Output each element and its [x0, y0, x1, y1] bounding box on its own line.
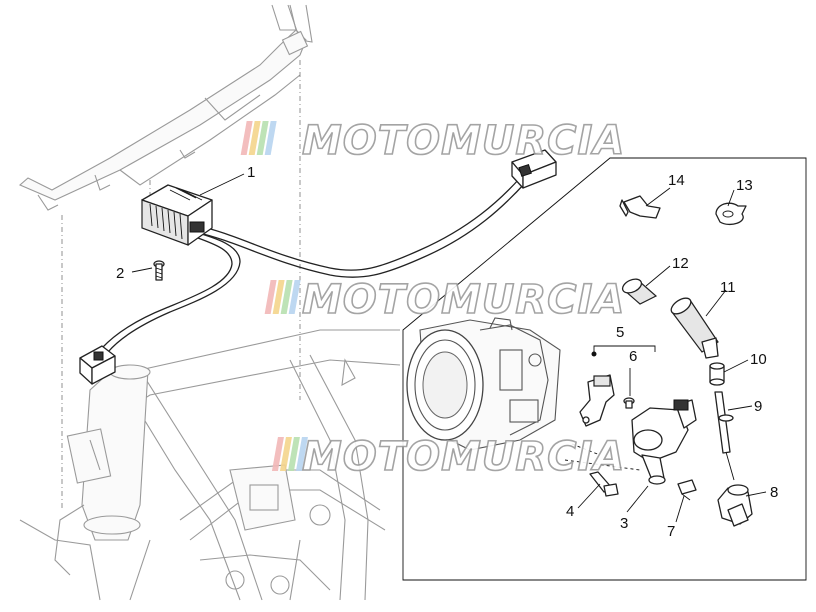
watermark-text-bottom: MOTOMURCIA: [302, 434, 625, 480]
cap-12: [621, 278, 658, 305]
callout-7: 7: [667, 523, 675, 540]
elbow-8: [717, 484, 753, 527]
callout-8: 8: [770, 484, 778, 501]
voltage-regulator: [141, 184, 213, 246]
watermark-middle: MOTOMURCIA: [264, 276, 625, 324]
callout-6: 6: [629, 348, 637, 365]
watermark-bottom: MOTOMURCIA: [271, 433, 625, 481]
clip-14: [619, 195, 661, 219]
clamp-13: [715, 202, 747, 226]
hose-9: [714, 391, 735, 481]
callout-numbers: 1 2 3 4 5 6 7 8 9 10 11 12 13 14: [116, 164, 778, 540]
bolt-4: [589, 471, 619, 497]
throttle-body: [406, 317, 561, 451]
motorcycle-frame: [18, 4, 401, 601]
callout-9: 9: [754, 398, 762, 415]
callout-14: 14: [668, 172, 685, 189]
fitting-7: [677, 479, 697, 501]
watermark-top: MOTOMURCIA: [240, 117, 625, 165]
detail-box: [402, 157, 807, 581]
callout-4: 4: [566, 503, 574, 520]
upper-connector: [511, 149, 557, 189]
screw-6: [623, 397, 635, 409]
lower-connector: [79, 345, 116, 385]
callout-1: 1: [247, 164, 255, 181]
wiring-harness: [101, 177, 527, 353]
watermark-text-top: MOTOMURCIA: [302, 118, 625, 164]
pipe-11: [670, 297, 719, 359]
watermark-text-middle: MOTOMURCIA: [302, 277, 625, 323]
idle-actuator-3: [631, 399, 697, 485]
callout-11: 11: [720, 279, 736, 296]
screw-2: [153, 260, 165, 281]
callout-2: 2: [116, 265, 124, 282]
callout-3: 3: [620, 515, 628, 532]
sleeve-10: [709, 362, 725, 386]
callout-10: 10: [750, 351, 767, 368]
bracket-group-5: [579, 345, 656, 427]
leader-lines: [131, 173, 767, 523]
callout-5: 5: [616, 324, 624, 341]
callout-12: 12: [672, 255, 689, 272]
callout-13: 13: [736, 177, 753, 194]
